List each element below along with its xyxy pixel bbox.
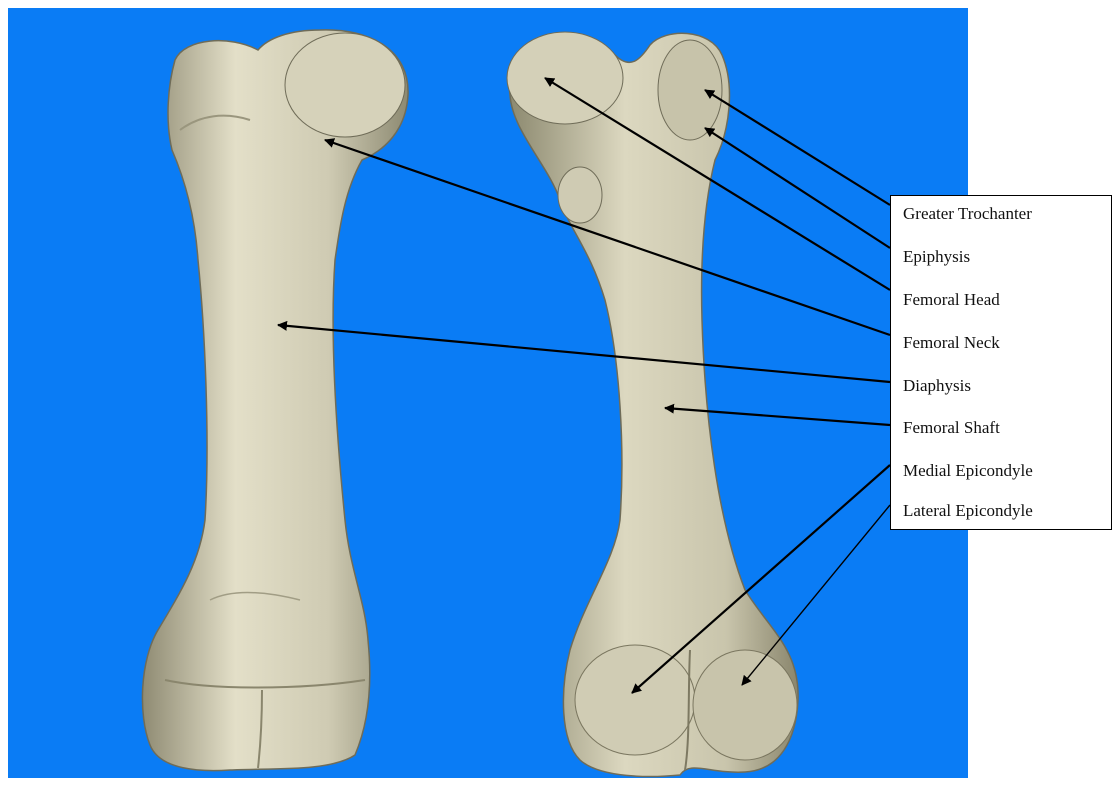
label-medial-epicondyle: Medial Epicondyle (903, 461, 1033, 481)
label-lateral-epicondyle: Lateral Epicondyle (903, 501, 1033, 521)
label-epiphysis: Epiphysis (903, 247, 970, 267)
label-femoral-neck: Femoral Neck (903, 333, 1000, 353)
label-box: Greater Trochanter Epiphysis Femoral Hea… (890, 195, 1112, 530)
label-femoral-shaft: Femoral Shaft (903, 418, 1000, 438)
label-femoral-head: Femoral Head (903, 290, 1000, 310)
label-diaphysis: Diaphysis (903, 376, 971, 396)
label-greater-trochanter: Greater Trochanter (903, 204, 1032, 224)
